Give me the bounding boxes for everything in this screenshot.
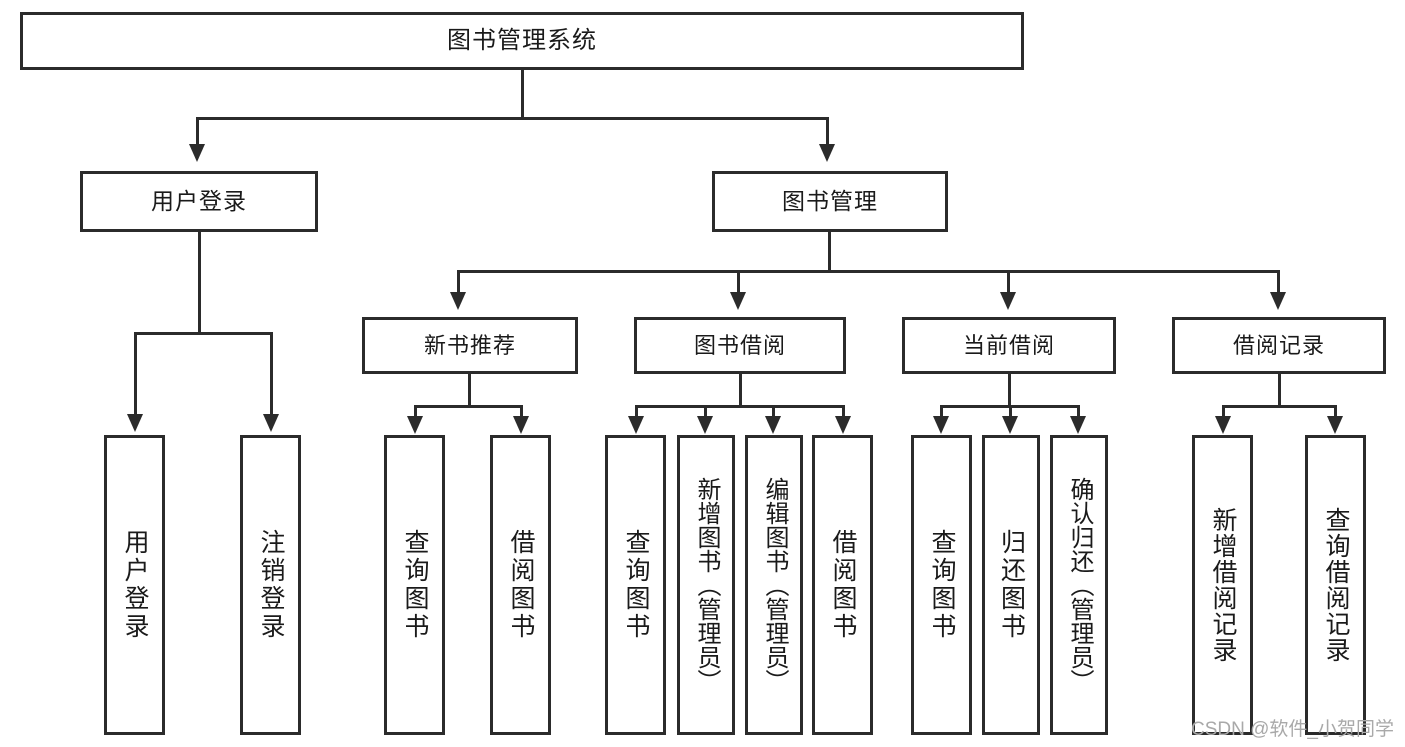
arrowhead-book-borrow-to-leaf-8 xyxy=(835,416,851,434)
node-book-management-label: 图书管理 xyxy=(782,188,878,215)
arrowhead-borrow-records-to-leaf-13 xyxy=(1327,416,1343,434)
connector-root-stem xyxy=(521,70,524,119)
connector-book-borrow-to-leaf-6 xyxy=(704,405,707,419)
arrowhead-current-borrow-to-leaf-10 xyxy=(1002,416,1018,434)
connector-user-login-to-leaf-2 xyxy=(270,332,273,416)
leaf-query-borrow-record-label: 查询借阅记录 xyxy=(1322,507,1350,663)
node-user-login-label: 用户登录 xyxy=(151,188,247,215)
connector-book-borrow-to-leaf-7 xyxy=(772,405,775,419)
leaf-confirm-return-admin[interactable]: 确认归还（管理员） xyxy=(1050,435,1108,735)
leaf-query-books-borrow-label: 查询图书 xyxy=(622,529,650,641)
node-root-system-label: 图书管理系统 xyxy=(447,27,597,55)
node-book-borrow[interactable]: 图书借阅 xyxy=(634,317,846,374)
node-book-management[interactable]: 图书管理 xyxy=(712,171,948,232)
connector-book-borrow-bar xyxy=(635,405,845,408)
connector-borrow-records-to-leaf-12 xyxy=(1222,405,1225,419)
leaf-query-books-current[interactable]: 查询图书 xyxy=(911,435,972,735)
arrowhead-book-mgmt-to-borrow xyxy=(730,292,746,310)
connector-root-to-book-mgmt xyxy=(826,117,829,147)
leaf-edit-book-admin[interactable]: 编辑图书（管理员） xyxy=(745,435,803,735)
leaf-borrow-books-recommend-label: 借阅图书 xyxy=(507,529,535,641)
arrowhead-root-to-book-mgmt xyxy=(819,144,835,162)
connector-book-mgmt-to-borrow xyxy=(737,270,740,294)
arrowhead-current-borrow-to-leaf-9 xyxy=(933,416,949,434)
leaf-query-books-recommend[interactable]: 查询图书 xyxy=(384,435,445,735)
leaf-add-book-admin-label: 新增图书（管理员） xyxy=(692,477,720,693)
connector-user-login-to-leaf-1 xyxy=(134,332,137,416)
arrowhead-book-borrow-to-leaf-6 xyxy=(697,416,713,434)
arrowhead-book-borrow-to-leaf-7 xyxy=(765,416,781,434)
connector-root-bar xyxy=(196,117,828,120)
leaf-edit-book-admin-label: 编辑图书（管理员） xyxy=(760,477,788,693)
connector-current-borrow-to-leaf-10 xyxy=(1009,405,1012,419)
arrowhead-new-books-to-leaf-4 xyxy=(513,416,529,434)
leaf-borrow-books-recommend[interactable]: 借阅图书 xyxy=(490,435,551,735)
connector-current-borrow-to-leaf-9 xyxy=(940,405,943,419)
arrowhead-user-login-to-leaf-1 xyxy=(127,414,143,432)
connector-new-books-to-leaf-4 xyxy=(520,405,523,419)
connector-user-login-bar xyxy=(134,332,273,335)
node-current-borrow[interactable]: 当前借阅 xyxy=(902,317,1116,374)
leaf-add-book-admin[interactable]: 新增图书（管理员） xyxy=(677,435,735,735)
connector-book-mgmt-to-new-books xyxy=(457,270,460,294)
connector-current-borrow-to-leaf-11 xyxy=(1077,405,1080,419)
leaf-query-books-recommend-label: 查询图书 xyxy=(401,529,429,641)
connector-book-mgmt-to-records xyxy=(1277,270,1280,294)
arrowhead-current-borrow-to-leaf-11 xyxy=(1070,416,1086,434)
leaf-query-books-current-label: 查询图书 xyxy=(928,529,956,641)
connector-new-books-to-leaf-3 xyxy=(414,405,417,419)
arrowhead-book-mgmt-to-records xyxy=(1270,292,1286,310)
leaf-add-borrow-record-label: 新增借阅记录 xyxy=(1209,507,1237,663)
connector-root-to-user-login xyxy=(196,117,199,147)
leaf-logout-label: 注销登录 xyxy=(257,529,285,641)
connector-book-mgmt-to-current xyxy=(1007,270,1010,294)
node-current-borrow-label: 当前借阅 xyxy=(962,332,1055,358)
node-borrow-records-label: 借阅记录 xyxy=(1232,332,1325,358)
connector-borrow-records-to-leaf-13 xyxy=(1334,405,1337,419)
node-book-borrow-label: 图书借阅 xyxy=(693,332,786,358)
node-borrow-records[interactable]: 借阅记录 xyxy=(1172,317,1386,374)
leaf-return-books-label: 归还图书 xyxy=(997,529,1026,641)
leaf-user-login[interactable]: 用户登录 xyxy=(104,435,165,735)
connector-book-borrow-to-leaf-8 xyxy=(842,405,845,419)
arrowhead-book-mgmt-to-new-books xyxy=(450,292,466,310)
connector-current-borrow-stem xyxy=(1008,374,1011,408)
connector-new-books-stem xyxy=(468,374,471,408)
connector-user-login-stem xyxy=(198,232,201,334)
arrowhead-book-borrow-to-leaf-5 xyxy=(628,416,644,434)
arrowhead-user-login-to-leaf-2 xyxy=(263,414,279,432)
connector-book-borrow-to-leaf-5 xyxy=(635,405,638,419)
connector-new-books-bar xyxy=(414,405,523,408)
leaf-return-books[interactable]: 归还图书 xyxy=(982,435,1040,735)
connector-borrow-records-stem xyxy=(1278,374,1281,408)
connector-book-borrow-stem xyxy=(739,374,742,408)
leaf-borrow-books[interactable]: 借阅图书 xyxy=(812,435,873,735)
node-new-book-recommend[interactable]: 新书推荐 xyxy=(362,317,578,374)
watermark-csdn: CSDN @软件_小贺同学 xyxy=(1191,719,1394,740)
arrowhead-new-books-to-leaf-3 xyxy=(407,416,423,434)
connector-borrow-records-bar xyxy=(1222,405,1337,408)
leaf-query-books-borrow[interactable]: 查询图书 xyxy=(605,435,666,735)
node-new-book-recommend-label: 新书推荐 xyxy=(423,332,516,358)
node-root-system[interactable]: 图书管理系统 xyxy=(20,12,1024,70)
connector-book-mgmt-bar xyxy=(457,270,1280,273)
node-user-login[interactable]: 用户登录 xyxy=(80,171,318,232)
leaf-confirm-return-admin-label: 确认归还（管理员） xyxy=(1065,477,1093,693)
leaf-logout[interactable]: 注销登录 xyxy=(240,435,301,735)
arrowhead-root-to-user-login xyxy=(189,144,205,162)
arrowhead-borrow-records-to-leaf-12 xyxy=(1215,416,1231,434)
leaf-query-borrow-record[interactable]: 查询借阅记录 xyxy=(1305,435,1366,735)
arrowhead-book-mgmt-to-current xyxy=(1000,292,1016,310)
leaf-user-login-label: 用户登录 xyxy=(121,529,149,641)
leaf-borrow-books-label: 借阅图书 xyxy=(829,529,857,641)
leaf-add-borrow-record[interactable]: 新增借阅记录 xyxy=(1192,435,1253,735)
connector-book-mgmt-stem xyxy=(828,232,831,272)
